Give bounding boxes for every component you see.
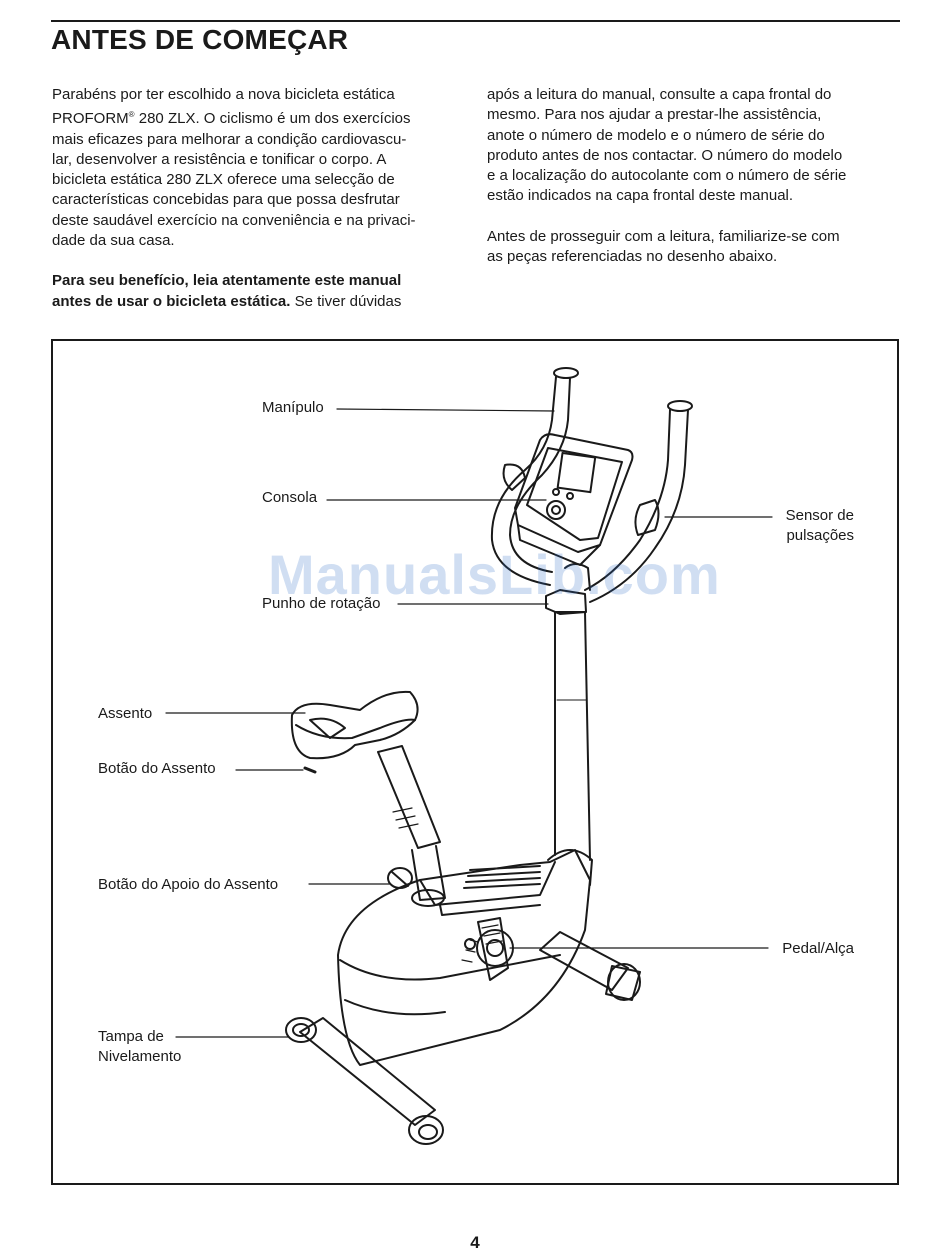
label-rotation-knob: Punho de rotação bbox=[262, 595, 381, 612]
right-column: após a leitura do manual, consulte a cap… bbox=[487, 85, 907, 287]
parts-figure-frame bbox=[51, 339, 899, 1185]
label-pulse-sensor: Sensor de pulsações bbox=[785, 507, 854, 544]
page-number: 4 bbox=[470, 1233, 480, 1252]
leader-lines bbox=[165, 408, 773, 1038]
registered-mark: ® bbox=[128, 110, 135, 120]
label-seat: Assento bbox=[98, 705, 153, 722]
label-leveling-cap: Tampa de Nivelamento bbox=[98, 1028, 182, 1065]
parts-paragraph: Antes de prosseguir com a leitura, famil… bbox=[487, 227, 840, 266]
seat-post bbox=[377, 745, 446, 907]
label-console: Consola bbox=[262, 489, 318, 506]
rear-stabilizer bbox=[285, 1017, 444, 1145]
watermark: ManualsLib.com bbox=[268, 543, 721, 606]
label-handlebar: Manípulo bbox=[262, 399, 324, 416]
left-column: Parabéns por ter escolhido a nova bicicl… bbox=[52, 85, 462, 332]
intro-paragraph: Parabéns por ter escolhido a nova bicicl… bbox=[52, 86, 416, 250]
notice-paragraph: Para seu benefício, leia atentamente est… bbox=[52, 272, 402, 310]
frame-housing bbox=[337, 849, 591, 1066]
handlebar-illustration bbox=[490, 367, 693, 615]
upright-column bbox=[547, 611, 593, 886]
notice-bold-1: Para seu benefício, leia atentamente est… bbox=[52, 272, 402, 290]
top-rule bbox=[51, 20, 900, 22]
page-title: ANTES DE COMEÇAR bbox=[51, 24, 349, 55]
console-illustration bbox=[514, 433, 634, 566]
support-paragraph: após a leitura do manual, consulte a cap… bbox=[487, 86, 847, 205]
pedal-crank bbox=[461, 917, 514, 981]
seat-illustration bbox=[290, 690, 419, 774]
notice-bold-2: antes de usar o bicicleta estática. bbox=[52, 292, 291, 310]
label-seat-post-knob: Botão do Apoio do Assento bbox=[98, 876, 279, 893]
label-seat-knob: Botão do Assento bbox=[98, 760, 216, 777]
label-pedal: Pedal/Alça bbox=[782, 940, 854, 957]
brand-name: PROFORM bbox=[52, 110, 129, 128]
front-stabilizer bbox=[539, 931, 641, 1001]
